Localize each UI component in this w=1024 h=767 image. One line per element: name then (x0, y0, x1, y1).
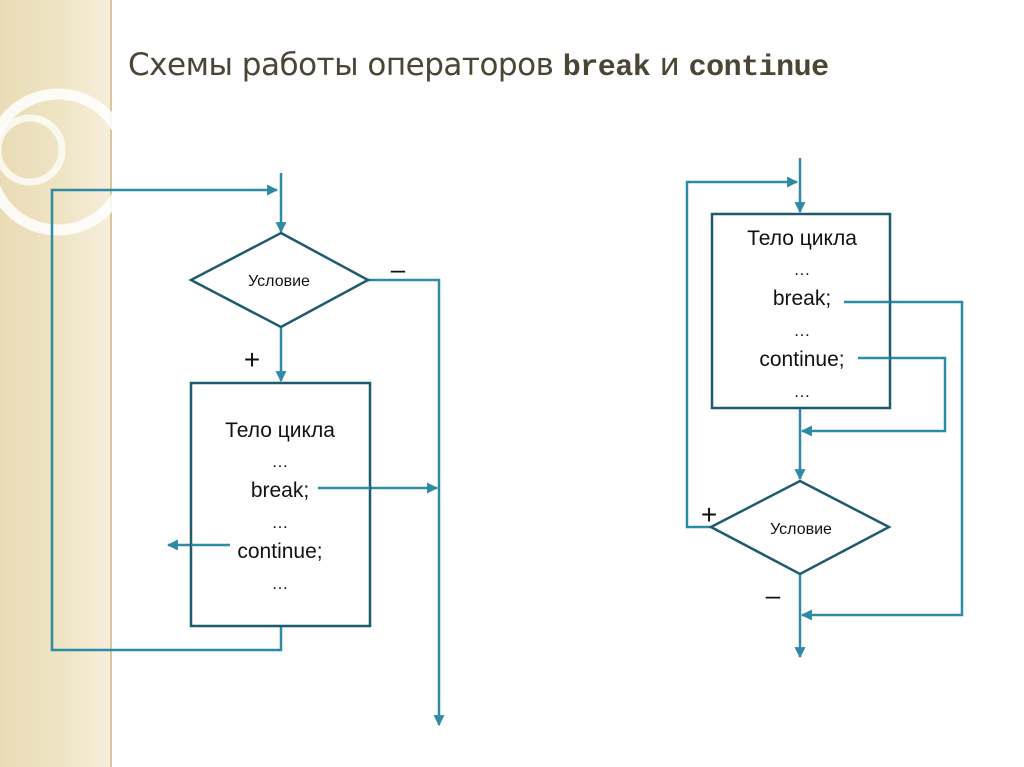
left-loop-back-line (50, 184, 283, 652)
left-body-line: … (272, 513, 289, 532)
left-body-box (189, 381, 372, 628)
right-break-line (800, 300, 964, 621)
right-body-line: … (794, 260, 811, 279)
right-condition-label: Условие (770, 521, 832, 538)
right-body-line: break; (773, 287, 831, 310)
left-minus-label: – (391, 254, 406, 284)
right-loop-back-line (685, 176, 799, 529)
left-body-line: … (272, 452, 289, 471)
left-flowchart: Условие – + Тело цикла … break; … contin… (50, 173, 445, 727)
title-keyword-continue: continue (688, 51, 830, 85)
right-condition-diamond (708, 479, 892, 576)
left-body-line: break; (251, 479, 309, 502)
left-body-line: … (272, 574, 289, 593)
right-body-line: … (794, 321, 811, 340)
right-body-line: continue; (759, 348, 844, 371)
left-minus-exit-line (368, 278, 445, 727)
right-body-box (710, 212, 892, 410)
side-band-edge (110, 0, 112, 767)
decorative-rings (0, 88, 130, 236)
right-body-line: Тело цикла (747, 227, 857, 250)
right-body-line: … (794, 382, 811, 401)
right-flowchart: Условие – + Тело цикла … break; … contin… (685, 158, 964, 659)
title-keyword-break: break (562, 51, 651, 85)
left-condition-label: Условие (248, 273, 310, 290)
title-middle: и (650, 47, 689, 83)
page-title: Схемы работы операторов break и continue (128, 40, 829, 90)
title-prefix: Схемы работы операторов (128, 47, 563, 83)
left-body-line: Тело цикла (225, 419, 335, 442)
right-plus-label: + (701, 499, 717, 530)
right-continue-line (800, 356, 947, 437)
right-minus-label: – (766, 580, 781, 610)
left-condition-diamond (188, 231, 371, 329)
left-body-line: continue; (237, 540, 322, 563)
left-plus-label: + (244, 344, 260, 375)
